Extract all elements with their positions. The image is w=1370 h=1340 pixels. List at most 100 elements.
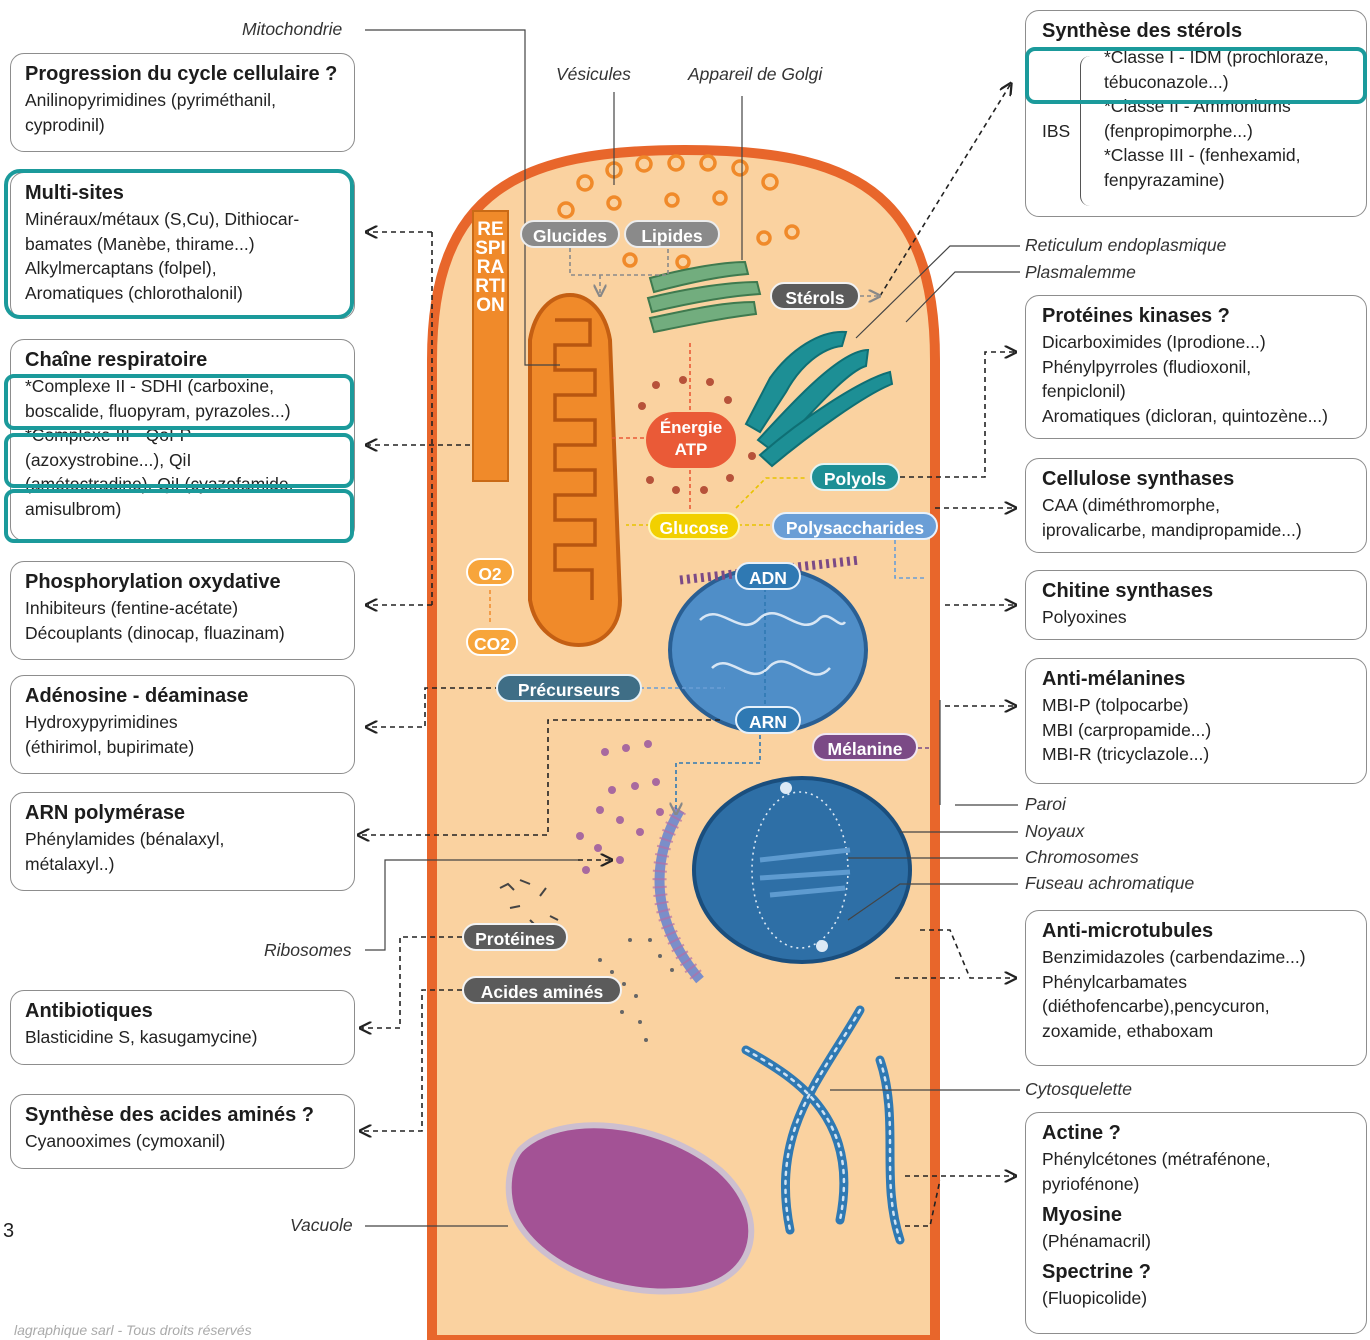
box-cellulose: Cellulose synthases CAA (diméthromorphe,…: [1025, 458, 1367, 553]
highlight-classe-i: [1025, 47, 1367, 104]
box-line: (Fluopicolide): [1042, 1286, 1354, 1311]
box-title: Chaîne respiratoire: [25, 348, 342, 373]
box-anti-microtubules: Anti-microtubules Benzimidazoles (carben…: [1025, 910, 1367, 1066]
box-title: Protéines kinases ?: [1042, 304, 1354, 329]
label-mitochondrie: Mitochondrie: [242, 19, 342, 40]
nucleus-dividing: [694, 778, 910, 962]
page-number: 3: [3, 1220, 14, 1243]
box-sterols: Synthèse des stérols IBS *Classe I - IDM…: [1025, 10, 1367, 217]
box-title: Progression du cycle cellulaire ?: [25, 62, 342, 87]
mitochondrion: [530, 295, 620, 645]
box-title: Phosphorylation oxydative: [25, 570, 342, 595]
box-line: fenpyrazamine): [1104, 168, 1354, 193]
box-acides-amines: Synthèse des acides aminés ? Cyanooximes…: [10, 1094, 355, 1169]
pill-proteines: Protéines: [462, 923, 568, 951]
box-line: CAA (diméthromorphe,: [1042, 493, 1354, 518]
box-title: Synthèse des acides aminés ?: [25, 1103, 342, 1128]
label-noyaux: Noyaux: [1025, 821, 1084, 842]
box-chitine: Chitine synthases Polyoxines: [1025, 570, 1367, 640]
box-line: Aromatiques (dicloran, quintozène...): [1042, 404, 1354, 429]
box-title: Anti-mélanines: [1042, 667, 1354, 692]
box-line: Découplants (dinocap, fluazinam): [25, 621, 342, 646]
pill-acides-amines: Acides aminés: [462, 976, 622, 1004]
box-title: Antibiotiques: [25, 999, 342, 1024]
pill-glucides: Glucides: [520, 220, 620, 248]
highlight-multi-sites: [4, 169, 354, 319]
box-line: Phénylcétones (métrafénone,: [1042, 1147, 1354, 1172]
pill-glucose: Glucose: [648, 512, 740, 540]
label-cytosquelette: Cytosquelette: [1025, 1079, 1132, 1100]
copyright-footer: lagraphique sarl - Tous droits réservés: [14, 1322, 252, 1338]
label-golgi: Appareil de Golgi: [688, 64, 822, 85]
pill-polysaccharides: Polysaccharides: [772, 512, 938, 540]
atp-label: ATP: [646, 439, 736, 461]
highlight-complexe-ii: [4, 374, 354, 430]
pill-energie-atp: Énergie ATP: [646, 412, 736, 468]
box-actine: Actine ? Phénylcétones (métrafénone, pyr…: [1025, 1112, 1367, 1334]
label-ribosomes: Ribosomes: [264, 940, 352, 961]
box-line: *Classe III - (fenhexamid,: [1104, 143, 1354, 168]
box-line: Phénylamides (bénalaxyl,: [25, 827, 342, 852]
box-line: (éthirimol, bupirimate): [25, 735, 342, 760]
box-line: métalaxyl..): [25, 852, 342, 877]
respiration-label: RESPIRARTION: [472, 210, 509, 482]
box-title: Anti-microtubules: [1042, 919, 1354, 944]
box-line: (Phénamacril): [1042, 1229, 1354, 1254]
box-title: Chitine synthases: [1042, 579, 1354, 604]
label-reticulum: Reticulum endoplasmique: [1025, 235, 1226, 256]
box-line: (diéthofencarbe),pencycuron,: [1042, 994, 1354, 1019]
box-cycle-cellulaire: Progression du cycle cellulaire ? Anilin…: [10, 53, 355, 152]
label-plasmalemme: Plasmalemme: [1025, 262, 1136, 283]
box-line: iprovalicarbe, mandipropamide...): [1042, 518, 1354, 543]
box-line: Dicarboximides (Iprodione...): [1042, 330, 1354, 355]
box-line: MBI-R (tricyclazole...): [1042, 742, 1354, 767]
pill-co2: CO2: [466, 628, 518, 656]
box-line: Blasticidine S, kasugamycine): [25, 1025, 342, 1050]
box-line: zoxamide, ethaboxam: [1042, 1019, 1354, 1044]
box-title: Synthèse des stérols: [1042, 19, 1354, 44]
box-adenosine: Adénosine - déaminase Hydroxypyrimidines…: [10, 675, 355, 774]
box-line: MBI (carpropamide...): [1042, 718, 1354, 743]
ibs-label: IBS: [1042, 119, 1070, 144]
pill-lipides: Lipides: [624, 220, 720, 248]
label-fuseau: Fuseau achromatique: [1025, 873, 1194, 894]
box-title: Cellulose synthases: [1042, 467, 1354, 492]
pill-polyols: Polyols: [810, 463, 900, 491]
box-line: Cyanooximes (cymoxanil): [25, 1129, 342, 1154]
label-vesicules: Vésicules: [556, 64, 631, 85]
box-line: Phénylpyrroles (fludioxonil,: [1042, 355, 1354, 380]
box-title: Adénosine - déaminase: [25, 684, 342, 709]
box-title: Myosine: [1042, 1203, 1354, 1228]
box-line: Phénylcarbamates: [1042, 970, 1354, 995]
label-chromosomes: Chromosomes: [1025, 847, 1139, 868]
box-line: (fenpropimorphe...): [1104, 119, 1354, 144]
pill-sterols: Stérols: [770, 282, 860, 310]
highlight-complexe-iii: [4, 433, 354, 488]
box-line: MBI-P (tolpocarbe): [1042, 693, 1354, 718]
label-vacuole: Vacuole: [290, 1215, 353, 1236]
box-line: cyprodinil): [25, 113, 342, 138]
box-line: Benzimidazoles (carbendazime...): [1042, 945, 1354, 970]
box-line: Anilinopyrimidines (pyriméthanil,: [25, 88, 342, 113]
box-title: Actine ?: [1042, 1121, 1354, 1146]
pill-precurseurs: Précurseurs: [496, 674, 642, 702]
label-paroi: Paroi: [1025, 794, 1066, 815]
box-line: fenpiclonil): [1042, 379, 1354, 404]
box-line: Hydroxypyrimidines: [25, 710, 342, 735]
highlight-qii: [4, 489, 354, 543]
box-anti-melanines: Anti-mélanines MBI-P (tolpocarbe) MBI (c…: [1025, 658, 1367, 784]
box-title: Spectrine ?: [1042, 1260, 1354, 1285]
pill-arn: ARN: [735, 706, 801, 734]
box-arn-polymerase: ARN polymérase Phénylamides (bénalaxyl, …: [10, 792, 355, 891]
box-line: Inhibiteurs (fentine-acétate): [25, 596, 342, 621]
box-line: pyriofénone): [1042, 1172, 1354, 1197]
pill-melanine: Mélanine: [812, 733, 918, 761]
pill-o2: O2: [466, 558, 514, 586]
energie-label: Énergie: [646, 417, 736, 439]
pill-adn: ADN: [735, 562, 801, 590]
box-proteines-kinases: Protéines kinases ? Dicarboximides (Ipro…: [1025, 295, 1367, 439]
box-title: ARN polymérase: [25, 801, 342, 826]
box-line: Polyoxines: [1042, 605, 1354, 630]
box-phosphorylation: Phosphorylation oxydative Inhibiteurs (f…: [10, 561, 355, 660]
box-antibiotiques: Antibiotiques Blasticidine S, kasugamyci…: [10, 990, 355, 1065]
